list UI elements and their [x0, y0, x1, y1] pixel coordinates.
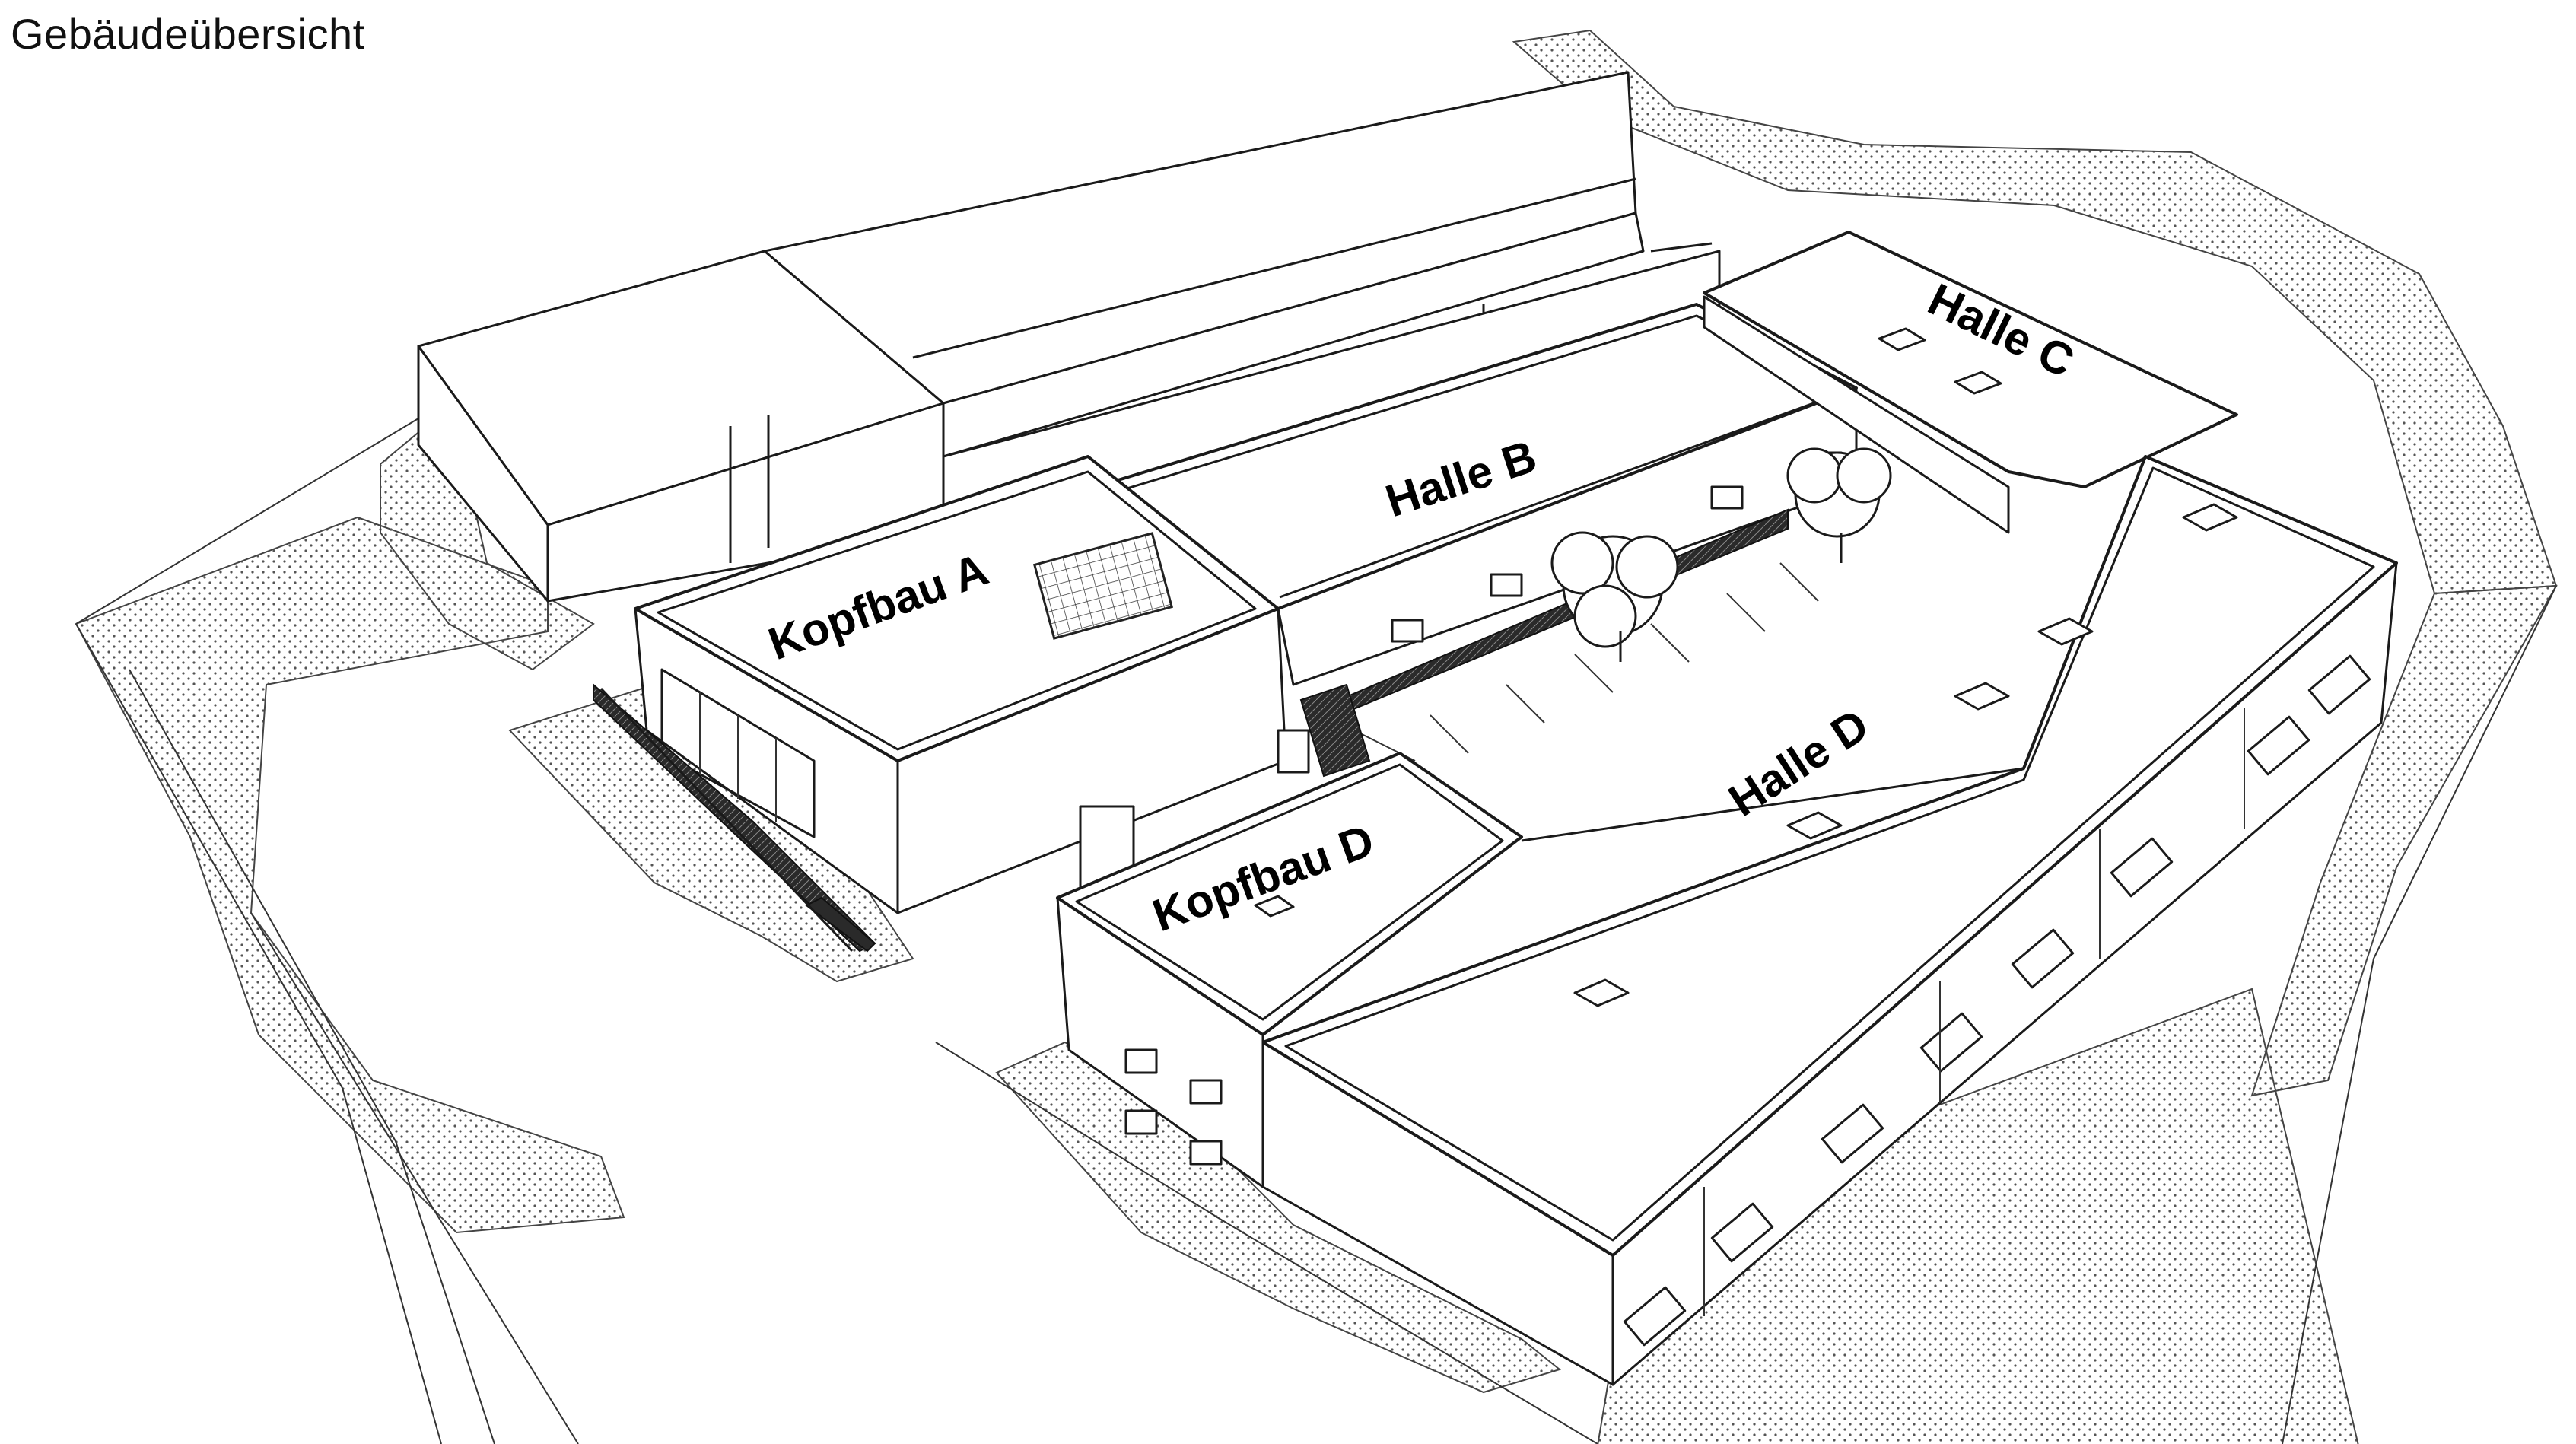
halle-d — [1261, 455, 2398, 1386]
tree-2 — [1786, 447, 1892, 563]
kopfbau-a-roof — [634, 455, 1280, 762]
kopfbau-d — [1056, 752, 1523, 1188]
stairs-halle-b — [1277, 683, 1371, 778]
ramp-left — [593, 682, 876, 953]
halle-d-windows — [1623, 654, 2371, 1347]
kopfbau-d-roof — [1056, 752, 1523, 1036]
halle-c-skylight-2 — [1954, 371, 2002, 395]
site-lines — [75, 395, 2557, 1444]
page-title: Gebäudeübersicht — [11, 10, 365, 58]
halle-d-roof — [1261, 455, 2398, 1257]
parking-lines — [1353, 562, 1819, 762]
halle-c-skylight-1 — [1878, 327, 1926, 351]
halle-c-roof — [1703, 231, 2238, 488]
trees — [1550, 447, 1892, 662]
kopfbau-a-roof-grid — [1032, 532, 1174, 640]
background-buildings — [417, 71, 1721, 603]
kopfbau-d-skylight — [1254, 895, 1295, 918]
halle-d-ridge — [1521, 767, 2024, 842]
halle-c — [1703, 231, 2238, 534]
label-halle-d: Halle D — [1720, 699, 1878, 826]
kopfbau-d-windows — [1124, 1048, 1223, 1166]
halle-d-skylights — [1573, 503, 2238, 1007]
halle-c-wall — [1703, 295, 2010, 534]
tree-1 — [1550, 531, 1679, 662]
kopfbau-a-glazing — [660, 668, 816, 838]
